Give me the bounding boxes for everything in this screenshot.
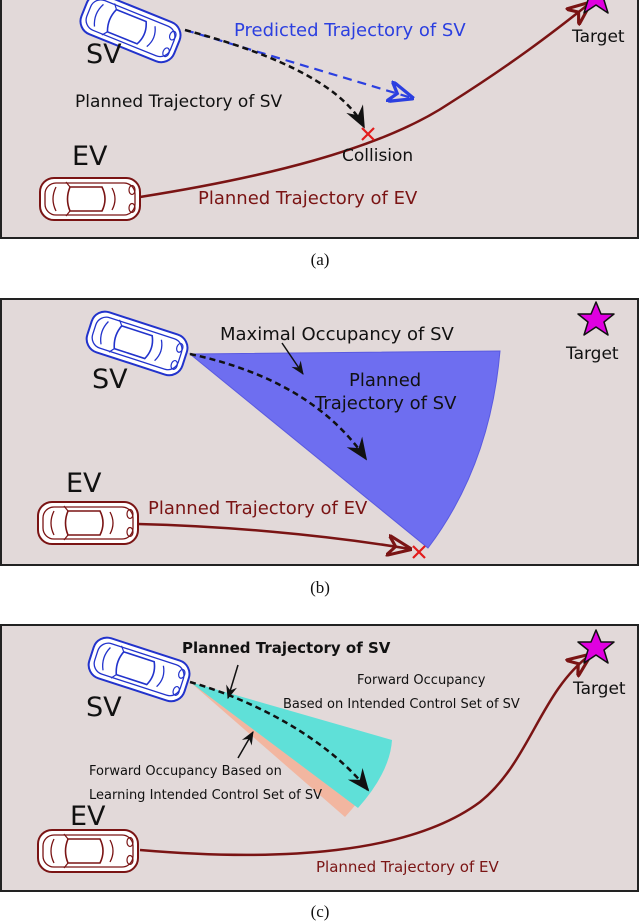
sv-planned-trajectory bbox=[184, 28, 366, 129]
ev-planned-trajectory bbox=[139, 3, 590, 199]
planned-ev-label: Planned Trajectory of EV bbox=[198, 188, 418, 209]
sv-predicted-trajectory bbox=[184, 28, 412, 98]
collision-icon bbox=[361, 127, 375, 141]
ev-car-icon bbox=[39, 177, 141, 221]
target-label: Target bbox=[571, 27, 625, 47]
sv-label: SV bbox=[86, 39, 122, 70]
max-occupancy-label: Maximal Occupancy of SV bbox=[220, 324, 455, 345]
learning-occupancy-pointer-arrow bbox=[237, 731, 254, 759]
forward-occupancy-label-line1: Forward Occupancy bbox=[357, 673, 486, 688]
occupancy-pointer-arrow bbox=[281, 342, 304, 375]
panel-b-caption: (b) bbox=[310, 578, 330, 597]
panel-a-canvas: SV EV Target Predicted Trajectory of SV … bbox=[0, 0, 639, 239]
learning-occupancy-label-line2: Learning Intended Control Set of SV bbox=[89, 788, 322, 803]
ev-car-icon bbox=[37, 829, 139, 873]
panel-b-canvas: SV EV Target Maximal Occupancy of SV Pla… bbox=[0, 298, 639, 566]
collision-icon bbox=[412, 545, 426, 559]
planned-sv-label-line2: Trajectory of SV bbox=[314, 393, 457, 414]
ev-car-icon bbox=[37, 501, 139, 545]
ev-planned-trajectory bbox=[139, 655, 590, 857]
panel-b: SV EV Target Maximal Occupancy of SV Pla… bbox=[0, 296, 640, 568]
sv-planned-trajectory bbox=[189, 680, 370, 792]
panel-a: SV EV Target Predicted Trajectory of SV … bbox=[0, 0, 640, 240]
planned-sv-pointer-arrow bbox=[226, 664, 239, 700]
maximal-occupancy-region bbox=[188, 350, 501, 549]
planned-sv-label-line1: Planned bbox=[349, 370, 421, 391]
ev-label: EV bbox=[72, 141, 108, 172]
forward-occupancy-region bbox=[190, 682, 392, 808]
planned-ev-label: Planned Trajectory of EV bbox=[148, 498, 368, 519]
collision-label: Collision bbox=[342, 146, 413, 166]
sv-planned-trajectory bbox=[189, 352, 368, 461]
predicted-trajectory-label: Predicted Trajectory of SV bbox=[234, 20, 466, 41]
panel-c: SV EV Target Planned Trajectory of SV Fo… bbox=[0, 622, 640, 892]
forward-occupancy-label-line2: Based on Intended Control Set of SV bbox=[283, 697, 520, 712]
target-label: Target bbox=[572, 679, 626, 699]
sv-label: SV bbox=[92, 364, 128, 395]
planned-sv-label: Planned Trajectory of SV bbox=[182, 639, 391, 657]
panel-c-canvas: SV EV Target Planned Trajectory of SV Fo… bbox=[0, 624, 639, 892]
panel-a-caption: (a) bbox=[310, 250, 330, 269]
learning-occupancy-label-line1: Forward Occupancy Based on bbox=[89, 764, 282, 779]
panel-c-caption: (c) bbox=[310, 902, 330, 921]
ev-label: EV bbox=[70, 801, 106, 832]
target-label: Target bbox=[565, 344, 619, 364]
sv-label: SV bbox=[86, 692, 122, 723]
planned-ev-label: Planned Trajectory of EV bbox=[316, 858, 499, 876]
planned-sv-label: Planned Trajectory of SV bbox=[75, 92, 283, 112]
ev-planned-trajectory bbox=[137, 522, 410, 549]
ev-label: EV bbox=[66, 468, 102, 499]
